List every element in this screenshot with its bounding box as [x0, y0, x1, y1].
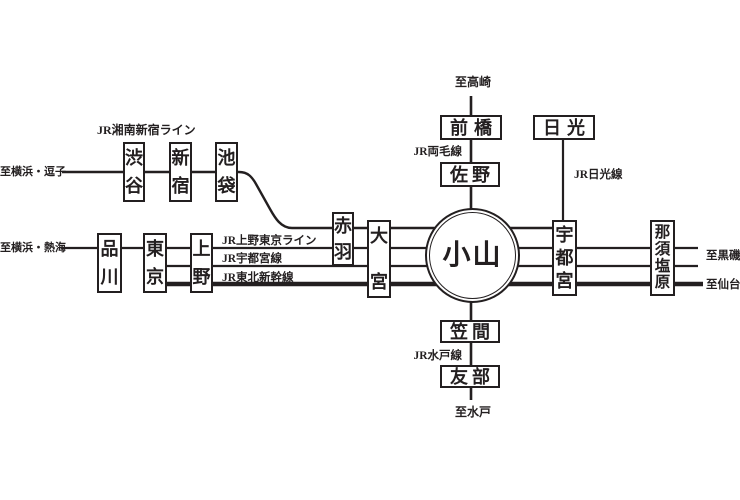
station-sano: 佐野	[440, 162, 500, 187]
hub-inner-ring	[429, 212, 516, 299]
station-nikko: 日光	[533, 115, 595, 140]
station-akabane: 赤羽	[332, 212, 354, 266]
ryomo-line-label: JR両毛線	[413, 146, 462, 158]
dest-yokohama-zushi: 至横浜・逗子	[0, 166, 66, 178]
station-kasama: 笠間	[440, 320, 500, 343]
station-tomobe: 友部	[440, 365, 500, 388]
station-omiya: 大宮	[367, 220, 391, 298]
dest-yokohama-atami: 至横浜・熱海	[0, 242, 66, 254]
nikko-line-label: JR日光線	[574, 169, 623, 181]
station-shibuya: 渋谷	[123, 142, 145, 202]
station-maebashi: 前橋	[440, 115, 502, 140]
dest-kuroiso: 至黒磯	[706, 250, 740, 262]
dest-sendai: 至仙台	[706, 279, 740, 291]
ueno-tokyo-line-label: JR上野東京ライン	[222, 235, 317, 247]
hub-station-name: 小山	[442, 239, 503, 271]
station-nasushiobara: 那須塩原	[650, 220, 675, 296]
shonan-shinjuku-line-label: JR湘南新宿ライン	[97, 123, 196, 137]
dest-mito: 至水戸	[454, 405, 491, 419]
station-ueno: 上野	[190, 233, 213, 293]
station-tokyo: 東京	[143, 233, 167, 293]
utsunomiya-line-label: JR宇都宮線	[222, 253, 283, 265]
shonan-shinjuku-line	[62, 170, 560, 230]
station-utsunomiya: 宇都宮	[552, 220, 577, 296]
station-oyama-hub: 小山	[425, 208, 520, 303]
station-shinagawa: 品川	[97, 233, 122, 293]
station-shinjuku: 新宿	[169, 142, 192, 202]
mito-line-label: JR水戸線	[413, 350, 462, 362]
station-ikebukuro: 池袋	[215, 142, 238, 202]
dest-takasaki: 至高崎	[454, 75, 491, 89]
tohoku-shinkansen-line-label: JR東北新幹線	[222, 272, 294, 284]
